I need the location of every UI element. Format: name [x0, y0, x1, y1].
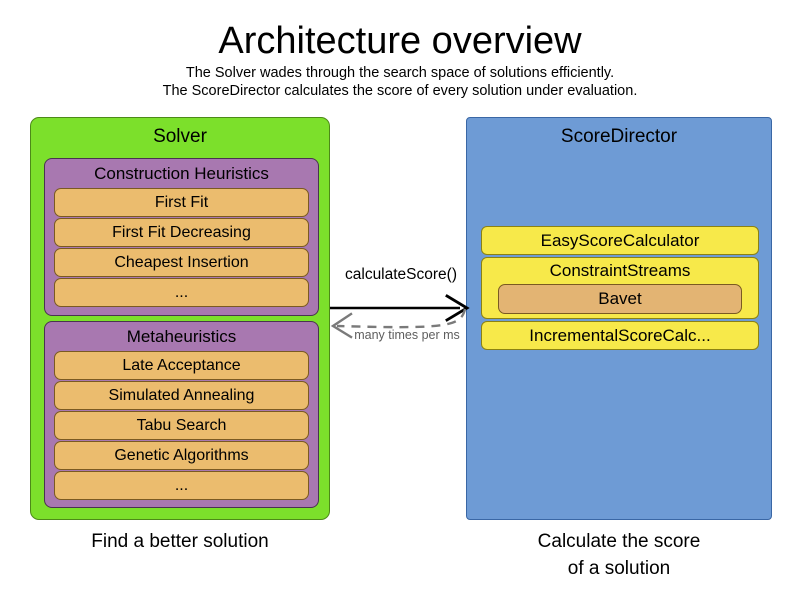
- subtitle-line-1: The Solver wades through the search spac…: [185, 65, 615, 81]
- construction-heuristics-group: Construction Heuristics First Fit First …: [44, 158, 319, 316]
- list-item[interactable]: First Fit: [54, 188, 309, 217]
- metaheuristics-title: Metaheuristics: [126, 327, 237, 346]
- constraint-streams-label: ConstraintStreams: [549, 261, 691, 280]
- constraint-streams-box[interactable]: ConstraintStreams Bavet: [481, 257, 759, 319]
- arrow-group: calculateScore() many times per ms: [325, 265, 485, 360]
- metaheuristics-group: Metaheuristics Late Acceptance Simulated…: [44, 321, 319, 508]
- solver-caption: Find a better solution: [91, 531, 269, 552]
- easy-score-calculator-box[interactable]: EasyScoreCalculator: [481, 226, 759, 255]
- metaheuristics-items: Late Acceptance Simulated Annealing Tabu…: [54, 351, 309, 501]
- score-director-caption-line-2: of a solution: [567, 558, 671, 579]
- score-director-caption-line-1: Calculate the score: [537, 531, 701, 552]
- arrow-svg: [330, 294, 470, 339]
- diagram-header: Architecture overview The Solver wades t…: [0, 18, 800, 100]
- list-item[interactable]: Genetic Algorithms: [54, 441, 309, 470]
- list-item[interactable]: ...: [54, 278, 309, 307]
- list-item[interactable]: ...: [54, 471, 309, 500]
- calculate-score-arrow-label: calculateScore(): [345, 266, 457, 283]
- construction-heuristics-items: First Fit First Fit Decreasing Cheapest …: [54, 188, 309, 308]
- score-director-panel: ScoreDirector EasyScoreCalculator Constr…: [466, 117, 772, 520]
- solver-panel-title: Solver: [153, 126, 207, 147]
- construction-heuristics-title: Construction Heuristics: [94, 164, 269, 183]
- many-times-per-ms-label: many times per ms: [354, 328, 460, 342]
- calculate-score-arrow-head: [445, 294, 470, 322]
- list-item[interactable]: Simulated Annealing: [54, 381, 309, 410]
- list-item[interactable]: Tabu Search: [54, 411, 309, 440]
- subtitle-line-2: The ScoreDirector calculates the score o…: [162, 83, 638, 99]
- list-item[interactable]: Late Acceptance: [54, 351, 309, 380]
- solver-panel: Solver Construction Heuristics First Fit…: [30, 117, 330, 520]
- many-times-arrow-line: [336, 308, 467, 329]
- list-item[interactable]: Cheapest Insertion: [54, 248, 309, 277]
- score-director-caption: Calculate the score of a solution: [466, 528, 772, 582]
- incremental-score-calculator-box[interactable]: IncrementalScoreCalc...: [481, 321, 759, 350]
- page-title: Architecture overview: [218, 20, 582, 62]
- score-director-panel-title: ScoreDirector: [560, 126, 678, 147]
- list-item[interactable]: First Fit Decreasing: [54, 218, 309, 247]
- bavet-box[interactable]: Bavet: [498, 284, 742, 314]
- calculator-stack: EasyScoreCalculator ConstraintStreams Ba…: [481, 226, 759, 352]
- many-times-arrow-head: [330, 312, 353, 339]
